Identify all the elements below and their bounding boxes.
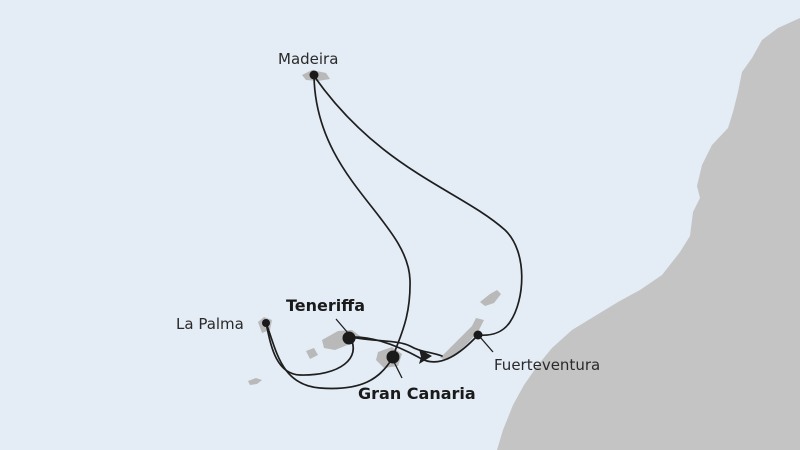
- gran-canaria-label: Gran Canaria: [358, 384, 476, 403]
- route-fuerteventura-tenerife: [349, 334, 479, 363]
- el-hierro-island: [248, 378, 262, 385]
- route-madeira-fuerteventura: [313, 75, 523, 337]
- lanzarote-island: [480, 290, 501, 306]
- route-arrowhead: [419, 349, 432, 364]
- fuerteventura-label: Fuerteventura: [494, 356, 600, 374]
- african-coast: [497, 18, 800, 450]
- la-gomera-island: [306, 348, 318, 359]
- route-tenerife-la-palma: [265, 322, 355, 376]
- la-palma-label: La Palma: [176, 315, 244, 333]
- gran-canaria-port-marker[interactable]: [386, 350, 400, 364]
- fuerteventura-label-leader: [479, 336, 494, 353]
- route-la-palma-gran-canaria: [265, 322, 394, 390]
- route-madeira-gran-canaria: [313, 75, 411, 358]
- madeira-label: Madeira: [278, 50, 338, 68]
- fuerteventura-island: [440, 318, 484, 360]
- teneriffa-port-marker[interactable]: [342, 331, 356, 345]
- fuerteventura-port-marker[interactable]: [473, 330, 483, 340]
- teneriffa-label: Teneriffa: [286, 296, 365, 315]
- teneriffa-label-leader: [335, 318, 349, 334]
- madeira-port-marker[interactable]: [309, 70, 319, 80]
- la-palma-port-marker[interactable]: [262, 319, 270, 327]
